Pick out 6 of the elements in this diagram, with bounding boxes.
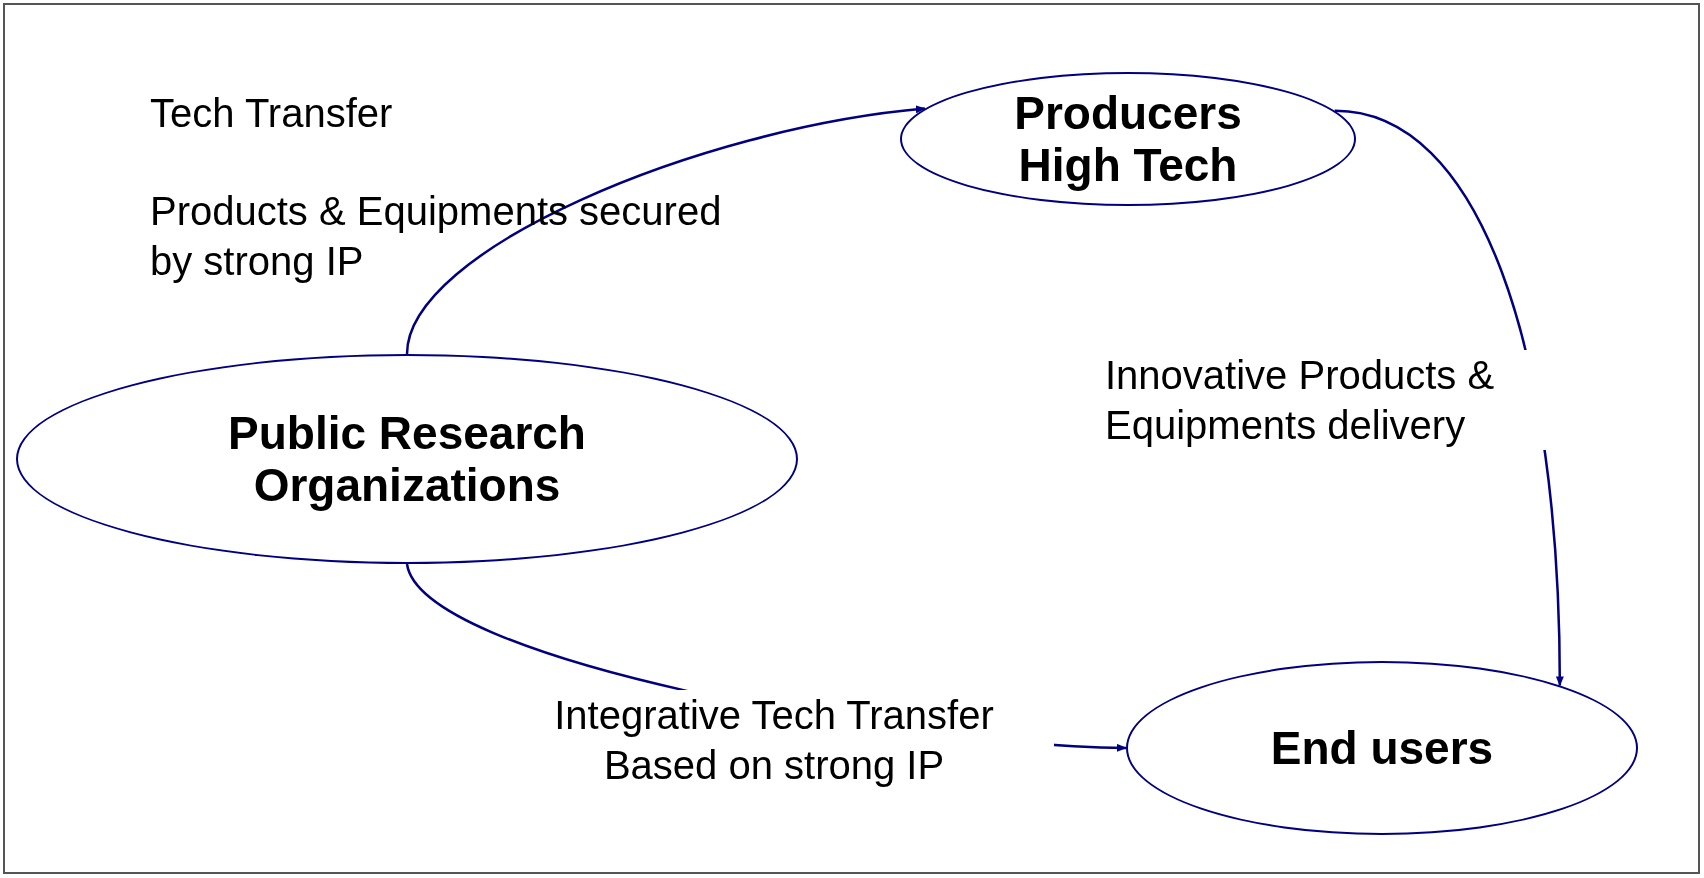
node-label: Public Research Organizations (227, 407, 587, 511)
node-label: Producers High Tech (1013, 87, 1243, 191)
node-label: End users (1269, 722, 1495, 774)
arrow (405, 105, 926, 355)
annotation-text: Products & Equipments secured by strong IP (150, 188, 723, 285)
annotation-text: Tech Transfer (150, 90, 394, 137)
